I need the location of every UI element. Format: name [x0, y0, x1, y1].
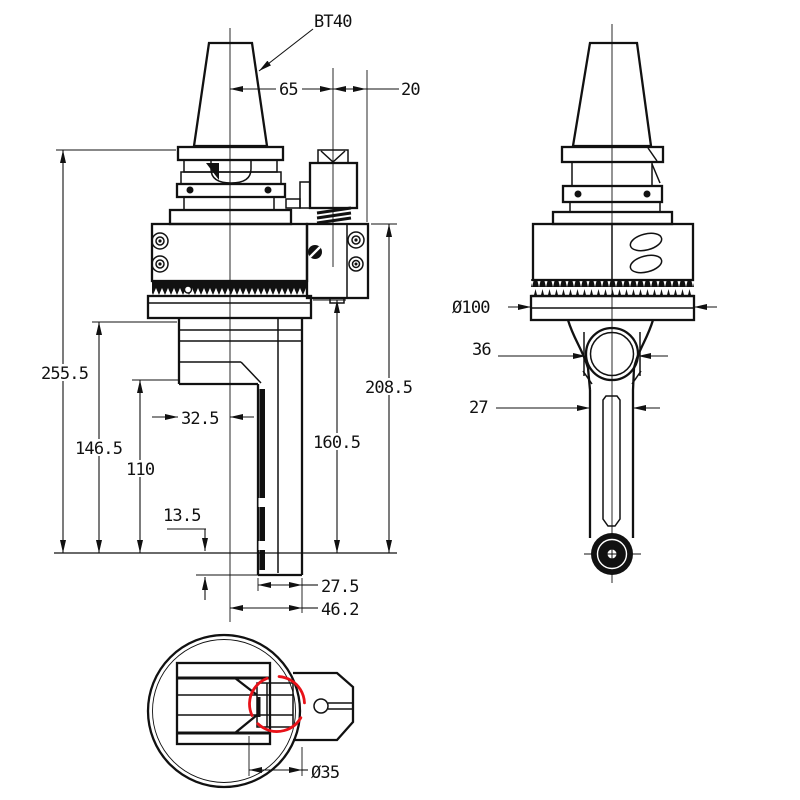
front-taper-cone: [192, 41, 269, 148]
side-flange-dot-left: [574, 190, 582, 198]
front-block-screw-top-right: [347, 231, 365, 249]
bt40-leader: [258, 28, 314, 72]
front-graduated-ring: [152, 281, 308, 297]
side-view: [529, 24, 696, 583]
dim-dia100-label: Ø100: [452, 298, 490, 318]
front-flange-dot-left: [186, 186, 194, 194]
front-flange-band-1: [176, 145, 285, 162]
front-flange-band-2: [180, 171, 282, 185]
ring-index-dot: [183, 285, 193, 294]
shaft-slot: [602, 395, 621, 527]
dim-20-label: 20: [401, 80, 420, 100]
side-step-band: [551, 210, 674, 226]
front-slotted-screw: [308, 245, 322, 259]
dim-160-5-label: 160.5: [313, 433, 360, 453]
front-shaft: [256, 318, 304, 577]
clamp-body: [308, 161, 359, 210]
shaft-seal-strip: [259, 389, 265, 570]
bt40-label: BT40: [314, 12, 352, 32]
front-clamp-assembly: [285, 68, 359, 267]
side-body-slot-top: [629, 232, 663, 252]
front-body-screw-top-left: [151, 232, 169, 250]
side-flange-band-3: [569, 201, 661, 213]
front-dimensions: BT40 65 20 255.5 146.5 110 13.5 32.5: [40, 12, 421, 620]
dim-32-5-label: 32.5: [181, 409, 219, 429]
dim-208-5-label: 208.5: [365, 378, 412, 398]
detail-circle-outer: [146, 633, 302, 789]
detail-boss: [256, 682, 294, 728]
side-flange-dot-right: [643, 190, 651, 198]
front-bottom-flange: [146, 294, 313, 320]
front-body-screw-bottom-left: [151, 255, 169, 273]
front-flange-dot-right: [264, 186, 272, 194]
front-step-band: [168, 208, 293, 226]
clamp-bracket-foot: [285, 198, 301, 209]
dim-146-5-label: 146.5: [75, 439, 122, 459]
side-ball-end: [584, 527, 641, 583]
highlight-circle: [248, 675, 306, 733]
bottom-detail-view: Ø35: [146, 633, 355, 789]
side-main-body: [531, 222, 695, 282]
side-shaft: [588, 390, 635, 538]
clamp-bracket-vertical: [299, 181, 311, 209]
front-view: [146, 28, 370, 622]
detail-circle-inner: [152, 639, 296, 783]
side-flange-band-1: [560, 145, 665, 164]
dim-110-label: 110: [126, 460, 155, 480]
front-flange-band-4: [183, 196, 275, 211]
clamp-spring: [316, 206, 352, 225]
dim-65-label: 65: [279, 80, 298, 100]
front-lower-block: [177, 318, 302, 573]
dim-13-5-label: 13.5: [163, 506, 201, 526]
side-body-slot-bottom: [629, 254, 663, 274]
detail-tab: [293, 671, 355, 742]
dim-46-2-label: 46.2: [321, 600, 359, 620]
dim-255-5-label: 255.5: [41, 364, 88, 384]
front-main-body: [150, 222, 309, 283]
detail-tab-hole: [313, 698, 329, 714]
side-dimensions: Ø100 36 27: [452, 298, 717, 418]
dim-27-5-label: 27.5: [321, 577, 359, 597]
side-knurled-ring: [531, 279, 694, 298]
detail-dimension-dia35: Ø35: [248, 736, 340, 783]
front-flange-groove: [183, 159, 278, 173]
dim-27-label: 27: [469, 398, 488, 418]
front-block-screw-bottom-right: [348, 256, 364, 272]
dim-36-label: 36: [472, 340, 491, 360]
dim-dia35-label: Ø35: [311, 763, 339, 783]
